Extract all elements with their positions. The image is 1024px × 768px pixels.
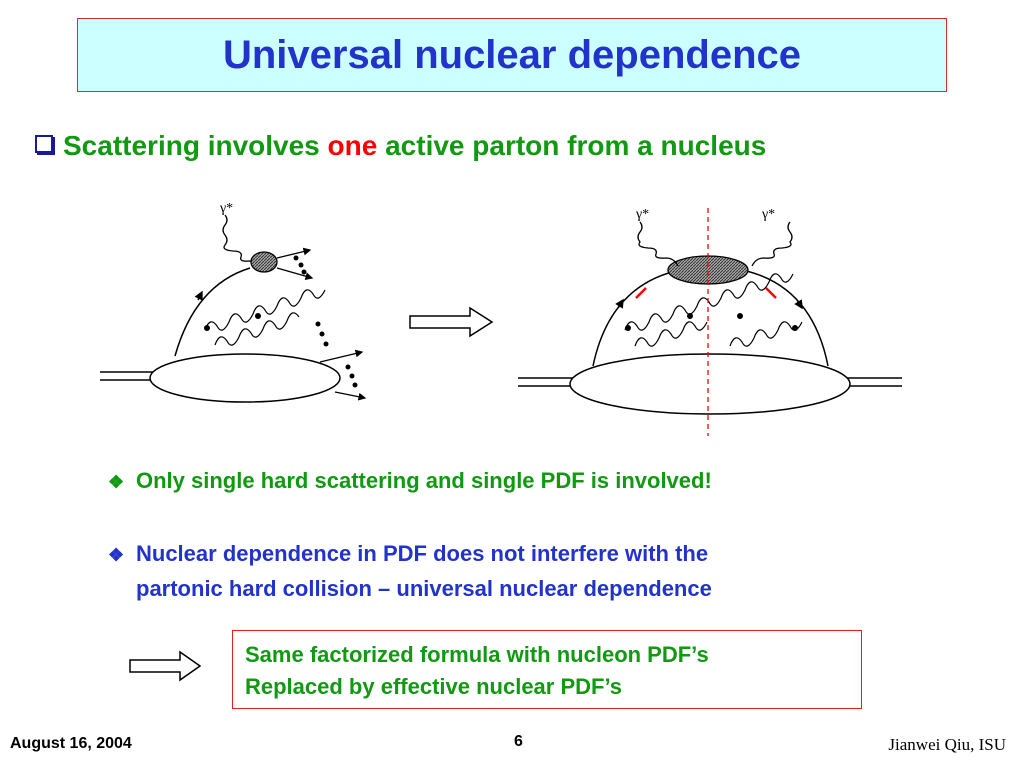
title-box: Universal nuclear dependence [77,18,947,92]
gluon-line-lower [214,312,300,346]
right-diagram [518,208,902,436]
nucleus-blob-right [569,353,851,415]
hard-vertex-blob-right [667,255,749,285]
main-bullet-after: active parton from a nucleus [385,130,767,161]
hard-vertex-blob [250,251,278,273]
conclusion-arrow-icon [129,650,202,682]
conclusion-line2: Replaced by effective nuclear PDF’s [245,674,622,699]
gluon-line-upper [204,289,326,331]
footer-author: Jianwei Qiu, ISU [888,735,1006,754]
sub-bullet-2: ❖ Nuclear dependence in PDF does not inte… [108,537,712,605]
sub-bullet-1: ❖ Only single hard scattering and single … [108,468,712,494]
sub-bullet-2-line2: partonic hard collision – universal nucl… [136,576,712,601]
gamma-label-right-1: γ* [635,207,649,222]
slide-title: Universal nuclear dependence [222,32,801,77]
checkbox-bullet-icon [35,135,55,155]
diamond-bullet-icon: ❖ [108,545,125,565]
middle-arrow-icon [409,306,494,338]
footer-date: August 16, 2004 [10,735,132,752]
sub-bullet-2-line1: Nuclear dependence in PDF does not inter… [136,541,709,566]
diamond-bullet-icon: ❖ [108,472,125,492]
nucleus-blob [149,353,341,403]
conclusion-box: Same factorized formula with nucleon PDF… [232,630,862,709]
sub-bullet-1-text: Only single hard scattering and single P… [136,468,712,493]
left-diagram [100,214,367,403]
conclusion-line1: Same factorized formula with nucleon PDF… [245,642,709,667]
main-bullet-before: Scattering involves [63,130,320,161]
gamma-label-right-2: γ* [761,207,775,222]
gamma-label-left: γ* [219,201,233,216]
photon-line [222,214,260,267]
main-bullet-highlight: one [327,130,378,161]
footer-page-number: 6 [514,733,523,750]
main-bullet: Scattering involves one active parton fr… [35,130,766,162]
